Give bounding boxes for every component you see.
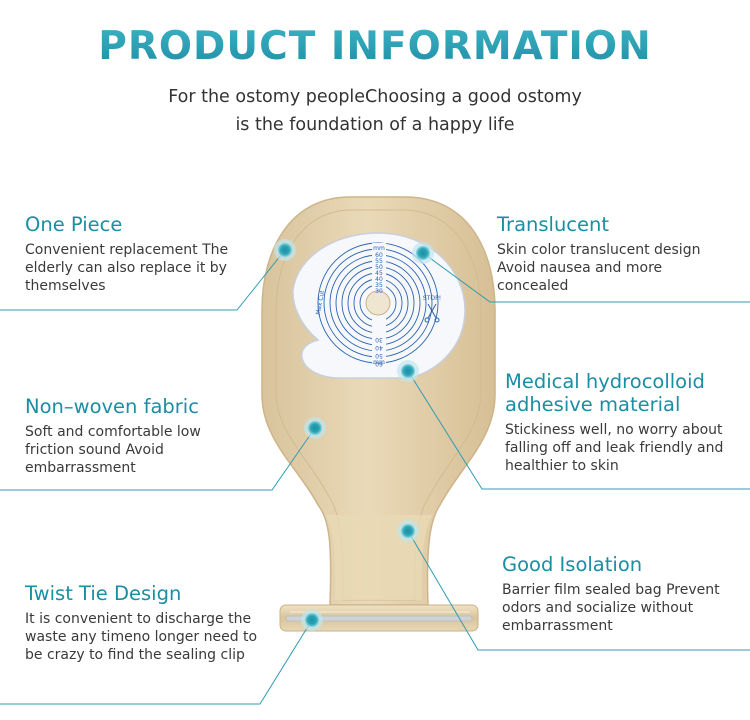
wafer-size-40-lower: 40 [375, 344, 383, 351]
wafer-max-cut: Max Cut [315, 289, 326, 315]
dot-translucent [412, 242, 434, 264]
feature-description: Soft and comfortable low friction sound … [25, 424, 201, 476]
wafer-size-30-lower: 30 [375, 336, 383, 343]
wafer-size-55: 55 [375, 258, 383, 265]
feature-title: Translucent [497, 213, 610, 236]
dot-one-piece [274, 239, 296, 261]
dot-twist-tie [301, 609, 323, 631]
bag-body [261, 196, 496, 606]
feature-description: It is convenient to discharge the waste … [25, 611, 258, 663]
indicator-dots [274, 239, 434, 631]
wafer-size-45: 45 [375, 270, 383, 277]
feature-twist-tie-design: Twist Tie Design It is convenient to dis… [25, 582, 257, 664]
wafer-size-30: 30 [375, 288, 383, 295]
feature-description: Convenient replacement The elderly can a… [25, 242, 229, 294]
twist-tie-outlet [279, 604, 479, 632]
bag-lower-panel [325, 515, 433, 600]
wafer-size-35: 35 [375, 282, 383, 289]
wafer-size-60-lower: 60 [375, 360, 383, 367]
feature-description: Barrier film sealed bag Prevent odors an… [502, 582, 720, 634]
wafer-size-50-lower: 50 [375, 352, 383, 359]
wafer-size-50: 50 [375, 264, 383, 271]
feature-description: Stickiness well, no worry about falling … [505, 422, 724, 474]
wafer-unit-bottom: mm [373, 359, 385, 366]
wafer-stop-label: STOP! [423, 295, 441, 302]
feature-medical-hydrocolloid: Medical hydrocolloid adhesive material S… [505, 370, 723, 475]
feature-title: Medical hydrocolloid adhesive material [505, 370, 705, 416]
feature-good-isolation: Good Isolation Barrier film sealed bag P… [502, 553, 720, 635]
feature-title: Non–woven fabric [25, 395, 199, 418]
feature-title: Twist Tie Design [25, 582, 182, 605]
feature-title: One Piece [25, 213, 123, 236]
bag-seam [275, 209, 482, 601]
wafer-flange: mm 60 55 50 45 40 35 30 25 60 50 40 30 m… [292, 232, 466, 379]
dot-isolation [397, 520, 419, 542]
subtitle-line-1: For the ostomy peopleChoosing a good ost… [168, 87, 582, 107]
scissors-icon [424, 303, 440, 323]
wafer-unit-top: mm [373, 245, 385, 252]
feature-title: Good Isolation [502, 553, 643, 576]
subtitle-line-2: is the foundation of a happy life [235, 115, 515, 135]
feature-description: Skin color translucent design Avoid naus… [497, 242, 701, 294]
wafer-size-40: 40 [375, 276, 383, 283]
page-title: PRODUCT INFORMATION [0, 24, 750, 69]
feature-one-piece: One Piece Convenient replacement The eld… [25, 213, 228, 295]
feature-non-woven-fabric: Non–woven fabric Soft and comfortable lo… [25, 395, 201, 477]
dot-hydrocolloid [397, 360, 419, 382]
wafer-size-60: 60 [375, 252, 383, 259]
feature-translucent: Translucent Skin color translucent desig… [497, 213, 700, 295]
dot-non-woven [304, 417, 326, 439]
